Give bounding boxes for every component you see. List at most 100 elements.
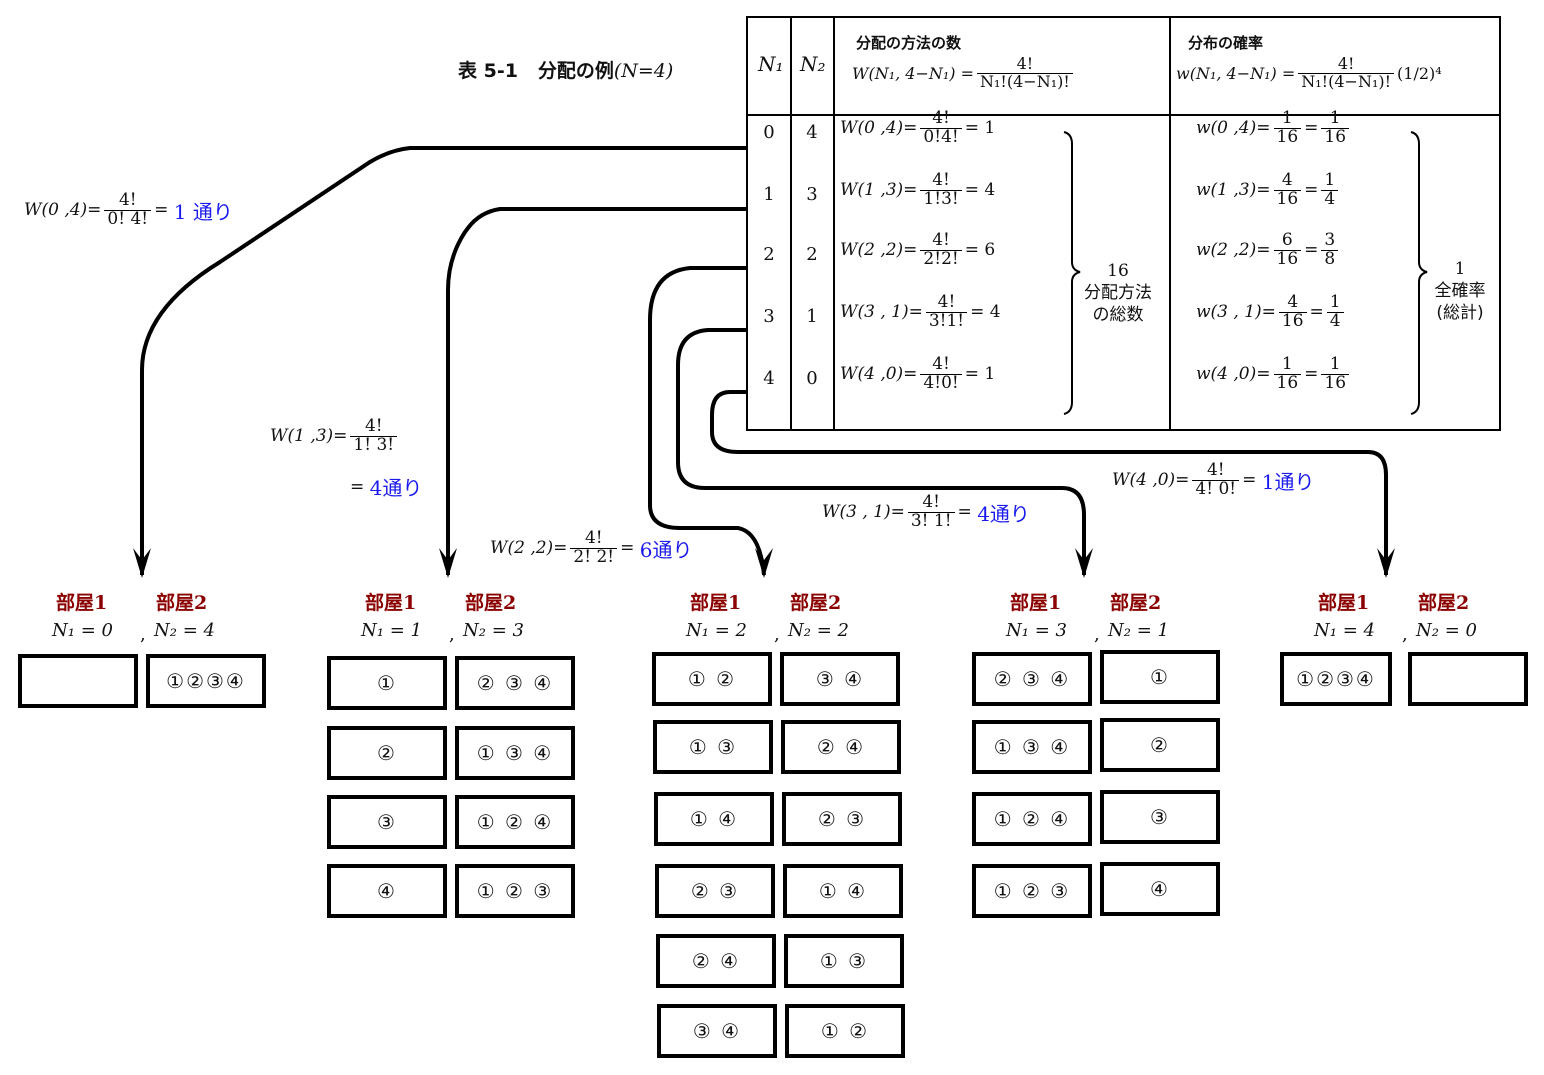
arrow-row-3 — [676, 328, 1086, 575]
room1-title: 部屋1 — [56, 592, 108, 614]
fraction: 4! 4! 0! — [1192, 461, 1240, 499]
room2-title: 部屋2 — [1418, 592, 1470, 614]
cell-n1: 2 — [763, 244, 775, 265]
arrowhead-icon — [755, 548, 773, 578]
room1-box: ① ② — [652, 652, 772, 706]
caption-label: 表 5-1 — [458, 60, 518, 82]
ways-formula: W(2 ,2)= 4! 2!2! = 6 — [840, 230, 996, 269]
arrow-row-4 — [710, 390, 1388, 575]
n1-count: N₁ = 0 — [52, 620, 113, 641]
n1-count: N₁ = 2 — [686, 620, 747, 641]
fraction: 4! N₁!(4−N₁)! — [1298, 55, 1395, 91]
room1-box: ① ④ — [654, 792, 774, 846]
room2-title: 部屋2 — [465, 592, 517, 614]
prob-total: 1 全確率 (総計) — [1434, 259, 1486, 324]
ways-annotation: W(1 ,3)= 4! 1! 3! — [270, 417, 400, 455]
ways-annotation: W(3 , 1)= 4! 3! 1! = 4通り — [822, 492, 1030, 531]
room2-box: ① ④ — [783, 864, 903, 918]
room1-box: ② ③ — [655, 864, 775, 918]
fraction: 1 4 — [1326, 293, 1344, 331]
room2-box: ① ② ③ — [455, 864, 575, 918]
table-header-divider — [748, 114, 1499, 116]
header-prob-title: 分布の確率 — [1188, 34, 1264, 52]
arrowhead-icon — [133, 548, 151, 578]
header-ways-formula: W(N₁, 4−N₁) = 4! N₁!(4−N₁)! — [852, 55, 1076, 91]
fraction: 4! 1!3! — [920, 171, 962, 209]
ways-brace — [1063, 131, 1081, 415]
room1-box: ② ④ — [656, 934, 776, 988]
header-ways-title: 分配の方法の数 — [856, 34, 962, 52]
ways-formula: W(0 ,4)= 4! 0!4! = 1 — [840, 108, 996, 147]
room2-box: ①②③④ — [146, 654, 266, 708]
room2-box: ① ③ ④ — [455, 726, 575, 780]
ways-formula: W(4 ,0)= 4! 4!0! = 1 — [840, 354, 996, 393]
room1-box: ④ — [327, 864, 447, 918]
cell-n1: 3 — [763, 306, 775, 327]
room1-box: ① ② ③ — [972, 864, 1092, 918]
fraction: 1 4 — [1321, 171, 1339, 209]
room1-title: 部屋1 — [1318, 592, 1370, 614]
arrowhead-icon — [1377, 548, 1395, 578]
prob-formula: w(1 ,3)= 4 16 = 1 4 — [1196, 171, 1341, 209]
cell-n1: 1 — [763, 184, 775, 205]
room2-box — [1408, 652, 1528, 706]
arrow-row-1 — [446, 207, 748, 575]
room2-title: 部屋2 — [156, 592, 208, 614]
fraction: 4 16 — [1278, 293, 1307, 331]
n2-count: N₂ = 1 — [1108, 620, 1169, 641]
cell-n2: 4 — [806, 122, 818, 143]
room1-title: 部屋1 — [365, 592, 417, 614]
room1-box: ③ ④ — [657, 1004, 777, 1058]
ways-result: = 4通り — [350, 476, 423, 500]
room1-box: ③ — [327, 795, 447, 849]
cell-n2: 0 — [806, 368, 818, 389]
n1-count: N₁ = 4 — [1314, 620, 1375, 641]
ways-total: 16 分配方法 の総数 — [1084, 261, 1152, 326]
room1-box: ② — [327, 726, 447, 780]
room1-box: ①②③④ — [1280, 652, 1392, 706]
comma: , — [449, 624, 455, 645]
table-divider — [1169, 18, 1171, 429]
room2-title: 部屋2 — [1110, 592, 1162, 614]
comma: , — [1094, 624, 1100, 645]
room1-title: 部屋1 — [1010, 592, 1062, 614]
header-n2: N₂ — [800, 52, 826, 76]
fraction: 4 16 — [1273, 171, 1302, 209]
room1-box: ① ③ ④ — [972, 720, 1092, 774]
fraction: 4! 2! 2! — [570, 529, 618, 567]
room1-title: 部屋1 — [690, 592, 742, 614]
cell-n1: 4 — [763, 368, 775, 389]
room1-box: ② ③ ④ — [972, 652, 1092, 706]
ways-annotation: W(0 ,4)= 4! 0! 4! = 1 通り — [24, 190, 233, 229]
room1-box — [18, 654, 138, 708]
arrow-row-2 — [648, 266, 766, 576]
room2-title: 部屋2 — [790, 592, 842, 614]
comma: , — [1402, 624, 1408, 645]
header-n1: N₁ — [758, 52, 784, 76]
table-caption: 表 5-1 分配の例(N=4) — [458, 56, 673, 83]
comma: , — [774, 624, 780, 645]
fraction: 4! 4!0! — [920, 355, 962, 393]
n2-count: N₂ = 3 — [463, 620, 524, 641]
fraction: 4! 3! 1! — [907, 493, 955, 531]
fraction: 1 16 — [1321, 355, 1350, 393]
room1-box: ① ③ — [653, 720, 773, 774]
fraction: 4! N₁!(4−N₁)! — [977, 55, 1073, 91]
n2-count: N₂ = 4 — [154, 620, 215, 641]
prob-brace — [1410, 131, 1428, 415]
n1-count: N₁ = 3 — [1006, 620, 1067, 641]
arrowhead-icon — [1075, 548, 1093, 578]
prob-formula: w(4 ,0)= 1 16 = 1 16 — [1196, 355, 1352, 393]
ways-annotation: W(2 ,2)= 4! 2! 2! = 6通り — [490, 528, 693, 567]
table-divider — [833, 18, 835, 429]
room2-box: ② ③ — [782, 792, 902, 846]
fraction: 1 16 — [1273, 109, 1302, 147]
room2-box: ① ② ④ — [455, 795, 575, 849]
prob-formula: w(3 , 1)= 4 16 = 1 4 — [1196, 293, 1347, 331]
cell-n2: 3 — [806, 184, 818, 205]
room2-box: ③ — [1100, 790, 1220, 844]
header-prob-formula: w(N₁, 4−N₁) = 4! N₁!(4−N₁)! (1/2)⁴ — [1176, 54, 1442, 91]
comma: , — [140, 624, 146, 645]
room2-box: ② ③ ④ — [455, 656, 575, 710]
